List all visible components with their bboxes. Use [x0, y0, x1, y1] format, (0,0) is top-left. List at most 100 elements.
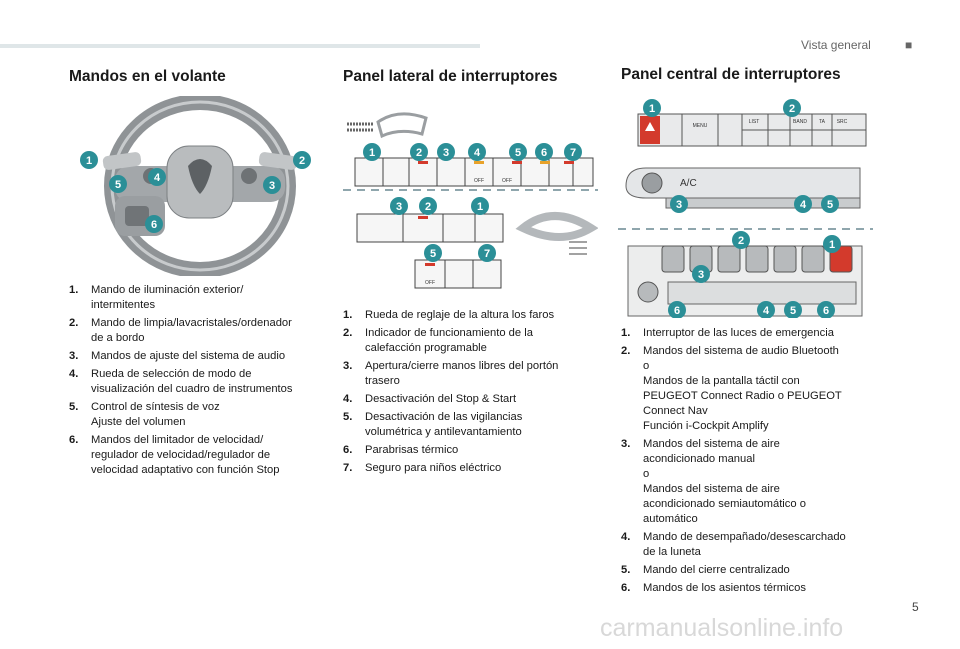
- central-panel-list: 1.Interruptor de las luces de emergencia…: [621, 326, 891, 599]
- badge-3b: 3: [692, 265, 710, 283]
- svg-text:1: 1: [86, 155, 92, 167]
- svg-text:1: 1: [477, 201, 483, 213]
- badge-3b: 3: [390, 197, 408, 215]
- badge-4: 4: [148, 168, 166, 186]
- svg-text:6: 6: [541, 147, 547, 159]
- central-panel-figure: MENU LIST BAND TA SRC A/C 1 2 3 4 5 2 1 …: [618, 99, 873, 318]
- svg-text:4: 4: [474, 147, 481, 159]
- badge-4: 4: [794, 195, 812, 213]
- badge-5: 5: [109, 175, 127, 193]
- svg-text:TA: TA: [819, 119, 826, 125]
- badge-2: 2: [410, 143, 428, 161]
- svg-text:1: 1: [649, 103, 655, 115]
- brand-logo: [188, 159, 212, 194]
- svg-text:3: 3: [676, 199, 682, 211]
- svg-text:2: 2: [299, 155, 305, 167]
- list-item: 6.Mandos de los asientos térmicos: [621, 582, 806, 594]
- list-item: 1.Interruptor de las luces de emergencia: [621, 327, 834, 339]
- section-title: Vista general: [801, 38, 871, 52]
- list-item: 6.Mandos del limitador de velocidad/ reg…: [69, 434, 280, 476]
- side-panel-list: 1.Rueda de reglaje de la altura los faro…: [343, 308, 598, 479]
- list-item: 3.Apertura/cierre manos libres del portó…: [343, 360, 559, 387]
- svg-text:4: 4: [154, 172, 161, 184]
- svg-text:7: 7: [484, 248, 490, 260]
- badge-1: 1: [80, 151, 98, 169]
- svg-text:6: 6: [151, 219, 157, 231]
- side-panel-figure: OFF OFF OFF 1 2 3 4 5 6 7 3 2 1 5 7: [343, 112, 598, 289]
- list-item: 2.Mandos del sistema de audio Bluetooth …: [621, 345, 842, 432]
- list-item: 1.Rueda de reglaje de la altura los faro…: [343, 309, 555, 321]
- badge-6b: 6: [817, 301, 835, 318]
- steering-controls-title: Mandos en el volante: [69, 68, 226, 85]
- list-item: 2.Indicador de funcionamiento de la cale…: [343, 327, 533, 354]
- list-item: 1.Mando de iluminación exterior/ intermi…: [69, 284, 244, 311]
- badge-5: 5: [509, 143, 527, 161]
- list-item: 4.Rueda de selección de modo de visualiz…: [69, 368, 293, 395]
- svg-text:OFF: OFF: [474, 178, 484, 184]
- svg-text:6: 6: [674, 305, 680, 317]
- svg-text:5: 5: [430, 248, 436, 260]
- svg-text:MENU: MENU: [693, 123, 708, 129]
- list-item: 3.Mandos del sistema de aire acondiciona…: [621, 438, 806, 525]
- badge-5: 5: [821, 195, 839, 213]
- watermark: carmanualsonline.info: [600, 614, 844, 642]
- badge-4: 4: [468, 143, 486, 161]
- badge-3: 3: [263, 176, 281, 194]
- svg-text:3: 3: [269, 180, 275, 192]
- svg-text:4: 4: [763, 305, 770, 317]
- svg-text:7: 7: [570, 147, 576, 159]
- badge-2: 2: [293, 151, 311, 169]
- svg-text:3: 3: [698, 269, 704, 281]
- svg-text:5: 5: [115, 179, 121, 191]
- list-item: 7.Seguro para niños eléctrico: [343, 462, 502, 474]
- badge-6: 6: [668, 301, 686, 318]
- header-marker: ■: [905, 38, 913, 52]
- svg-text:3: 3: [443, 147, 449, 159]
- svg-text:2: 2: [425, 201, 431, 213]
- list-item: 5.Desactivación de las vigilancias volum…: [343, 411, 523, 438]
- badge-1b: 1: [823, 235, 841, 253]
- list-item: 5.Control de síntesis de voz Ajuste del …: [69, 401, 220, 428]
- list-item: 5.Mando del cierre centralizado: [621, 564, 790, 576]
- steering-controls-list: 1.Mando de iluminación exterior/ intermi…: [69, 283, 324, 481]
- svg-text:A/C: A/C: [680, 178, 697, 189]
- page-number: 5: [912, 600, 919, 614]
- svg-text:5: 5: [515, 147, 521, 159]
- badge-3: 3: [670, 195, 688, 213]
- list-item: 2.Mando de limpia/lavacristales/ordenado…: [69, 317, 292, 344]
- svg-text:OFF: OFF: [425, 280, 435, 286]
- badge-6: 6: [145, 215, 163, 233]
- central-panel-title: Panel central de interruptores: [621, 66, 841, 83]
- svg-text:SRC: SRC: [837, 119, 848, 125]
- list-item: 6.Parabrisas térmico: [343, 444, 459, 456]
- badge-4b: 4: [757, 301, 775, 318]
- steering-wheel-figure: 1 2 3 4 5 6: [80, 96, 311, 276]
- svg-text:1: 1: [829, 239, 835, 251]
- badge-5b: 5: [424, 244, 442, 262]
- svg-text:2: 2: [416, 147, 422, 159]
- svg-text:1: 1: [369, 147, 375, 159]
- badge-1: 1: [363, 143, 381, 161]
- svg-text:3: 3: [396, 201, 402, 213]
- list-item: 4.Mando de desempañado/desescarchado de …: [621, 531, 846, 558]
- badge-7: 7: [564, 143, 582, 161]
- list-item: 4.Desactivación del Stop & Start: [343, 393, 517, 405]
- badge-2b: 2: [419, 197, 437, 215]
- svg-text:5: 5: [827, 199, 833, 211]
- list-item: 3.Mandos de ajuste del sistema de audio: [69, 350, 286, 362]
- badge-1: 1: [643, 99, 661, 117]
- svg-text:LIST: LIST: [749, 119, 760, 125]
- badge-2: 2: [783, 99, 801, 117]
- svg-text:2: 2: [789, 103, 795, 115]
- badge-3: 3: [437, 143, 455, 161]
- svg-text:BAND: BAND: [793, 119, 807, 125]
- svg-text:OFF: OFF: [502, 178, 512, 184]
- svg-text:6: 6: [823, 305, 829, 317]
- badge-7b: 7: [478, 244, 496, 262]
- svg-text:4: 4: [800, 199, 807, 211]
- svg-text:5: 5: [790, 305, 796, 317]
- header-rule: [0, 44, 480, 48]
- badge-1b: 1: [471, 197, 489, 215]
- badge-6: 6: [535, 143, 553, 161]
- side-panel-title: Panel lateral de interruptores: [343, 68, 558, 85]
